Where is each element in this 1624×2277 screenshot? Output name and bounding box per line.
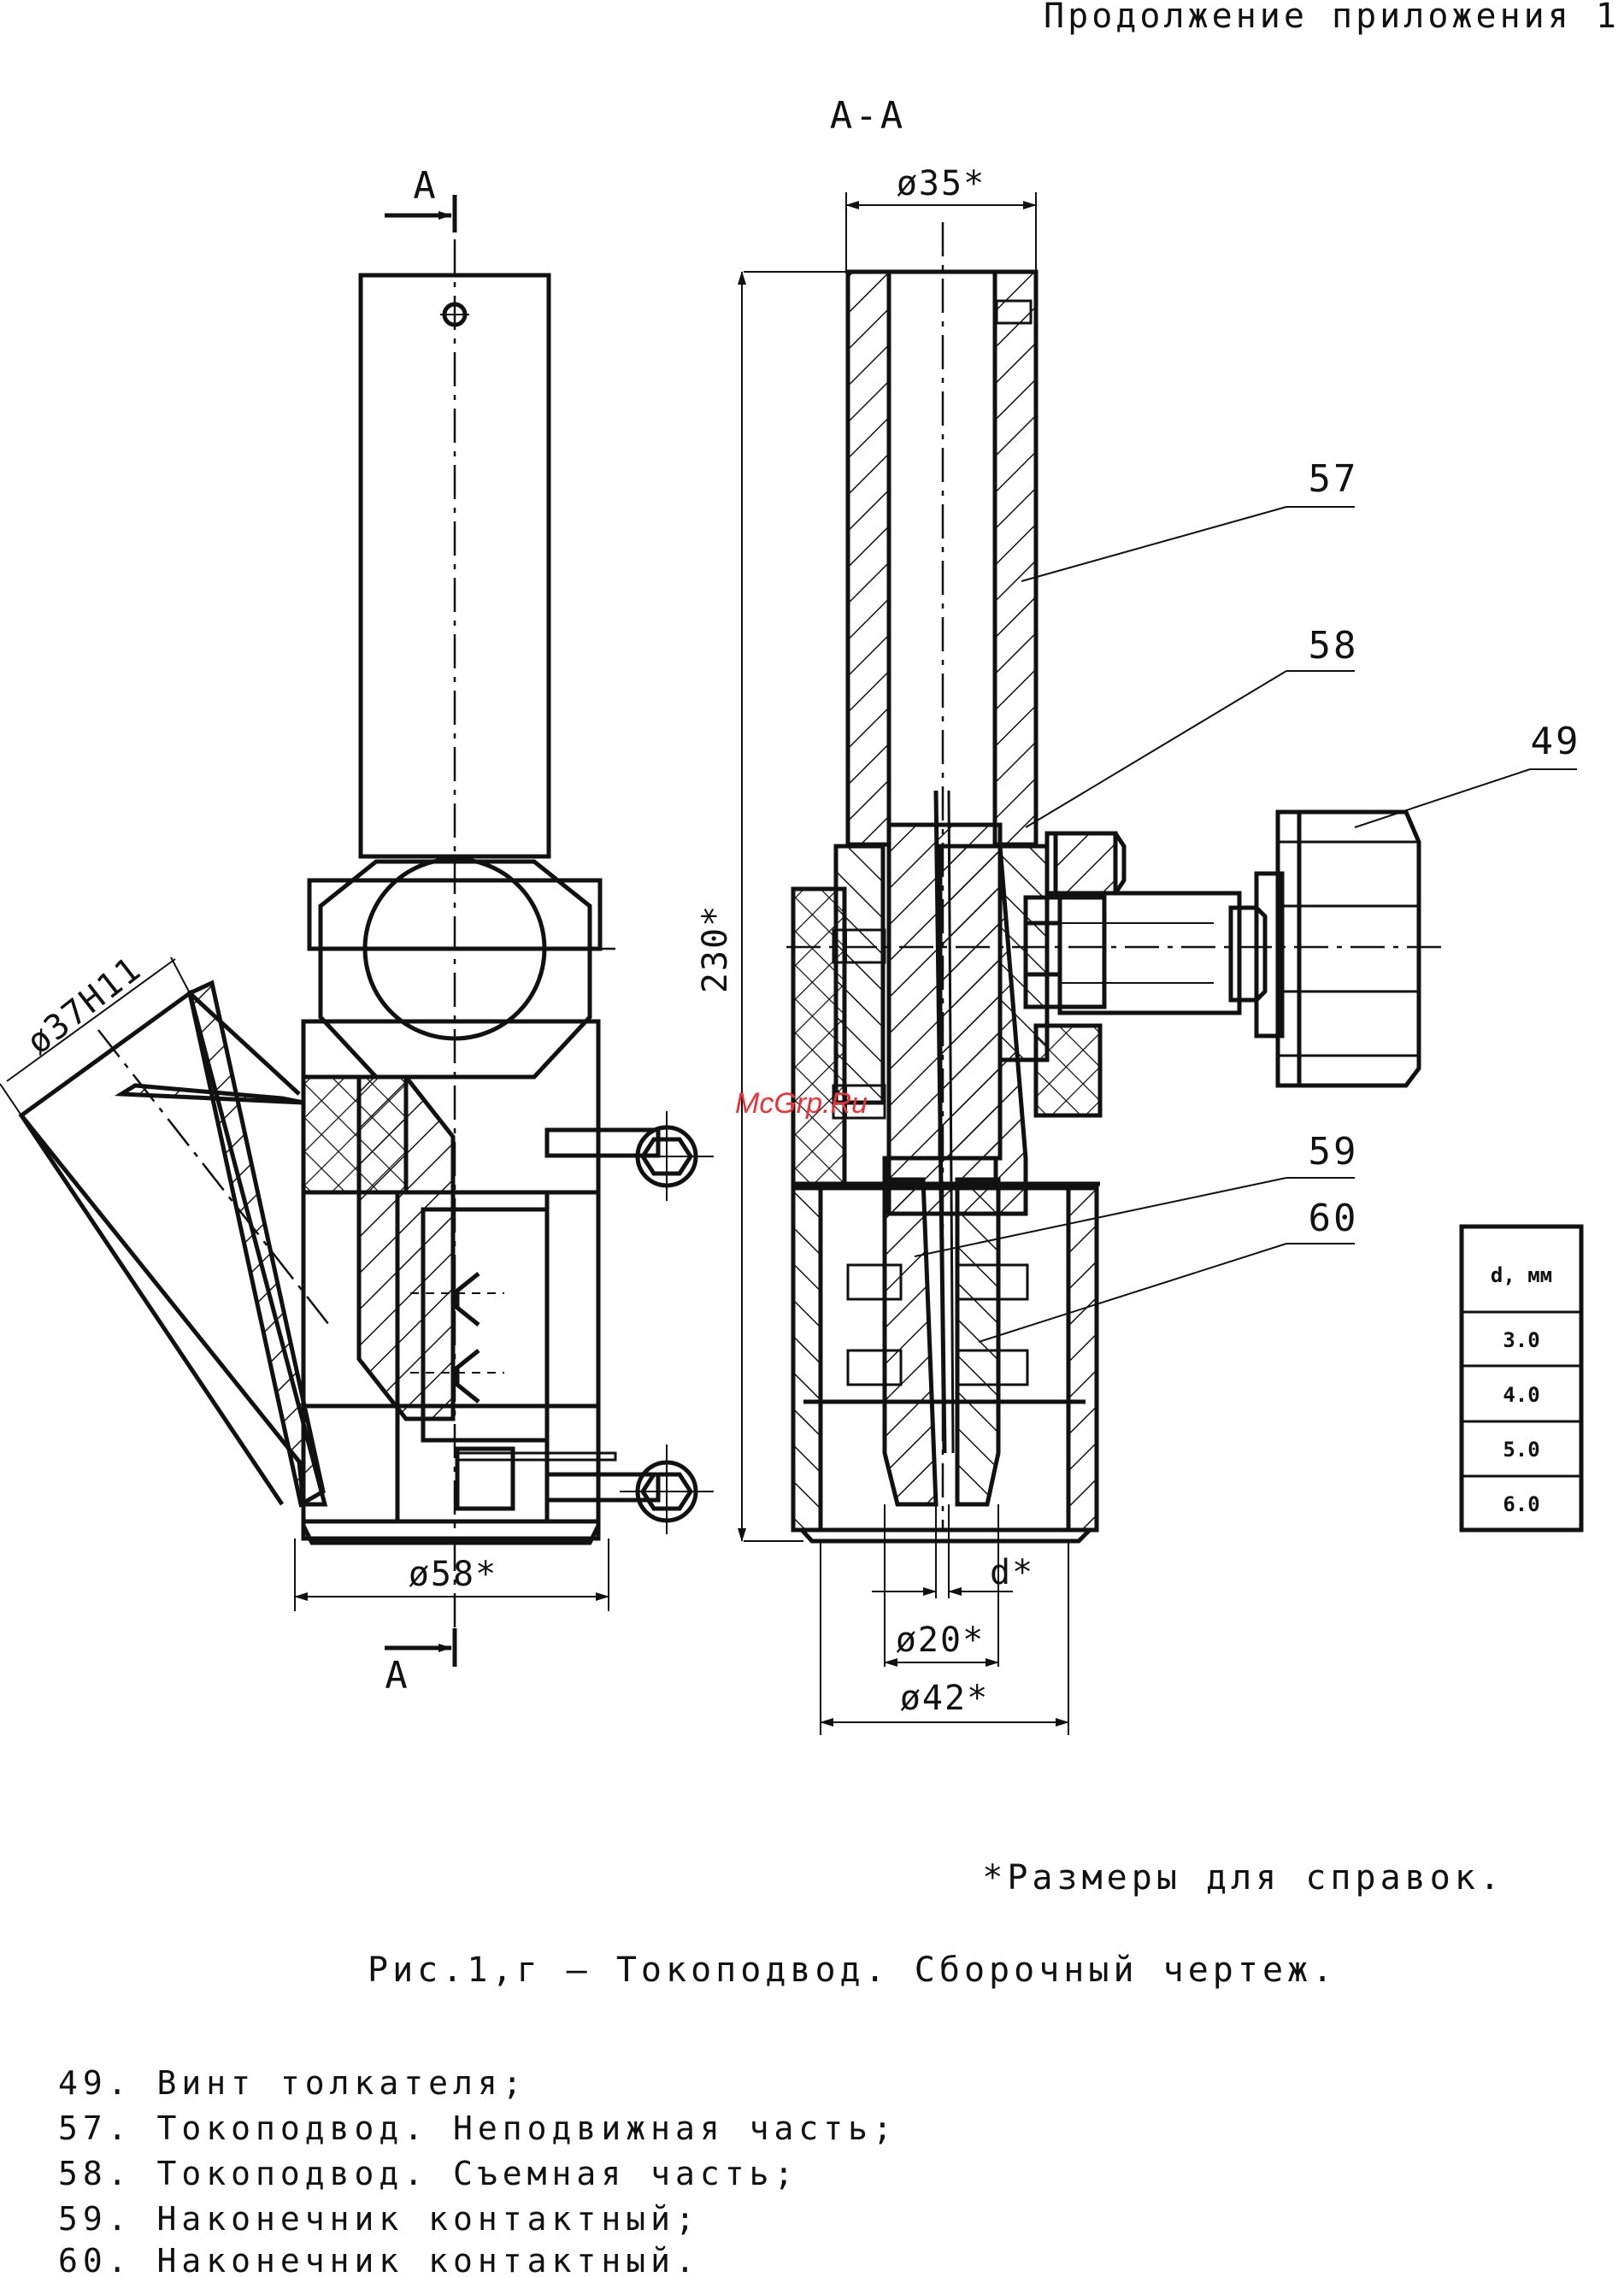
legend-item: 49. Винт толкателя; [58,2064,527,2102]
callouts: 57 58 49 59 60 [914,457,1581,1343]
table-row: 3.0 [1503,1328,1539,1352]
table-row: 4.0 [1503,1383,1539,1407]
section-view: А-А ø35* 230* [696,94,1445,1735]
dim-d42: ø42* [900,1679,989,1718]
bolt-lower [544,1444,714,1534]
dim-d37: ø37Н11 [20,949,150,1062]
table-header: d, мм [1491,1263,1552,1287]
callout-58: 58 [1309,624,1359,668]
dim-d35: ø35* [897,164,986,203]
pusher-screw [1023,809,1421,1088]
watermark: McGrp.Ru [735,1087,868,1120]
dim-d58: ø58* [409,1555,497,1594]
bolt-upper [544,1111,714,1201]
legend-item: 59. Наконечник контактный; [58,2200,700,2238]
front-view: А [0,164,714,1697]
dim-d20: ø20* [896,1621,985,1660]
legend-item: 58. Токоподвод. Съемная часть; [58,2155,798,2192]
callout-60: 60 [1309,1197,1359,1240]
d-table: d, мм 3.0 4.0 5.0 6.0 [1459,1224,1584,1533]
cut-mark-top: А [413,164,438,208]
callout-57: 57 [1309,457,1359,501]
page-header: Продолжение приложения 1 [1044,0,1620,36]
cut-mark-bottom: А [385,1654,410,1697]
footnote: *Размеры для справок. [982,1858,1504,1898]
table-row: 5.0 [1503,1438,1539,1462]
callout-49: 49 [1531,720,1581,763]
callout-59: 59 [1309,1130,1359,1174]
section-label: А-А [830,94,905,138]
legend-item: 60. Наконечник контактный. [58,2242,700,2277]
dim-230: 230* [696,904,735,993]
legend-item: 57. Токоподвод. Неподвижная часть; [58,2109,897,2147]
dim-d-var: d* [990,1553,1034,1592]
figure-caption: Рис.1,г – Токоподвод. Сборочный чертеж. [368,1950,1337,1990]
inclined-tube [18,980,330,1508]
table-row: 6.0 [1503,1492,1539,1516]
